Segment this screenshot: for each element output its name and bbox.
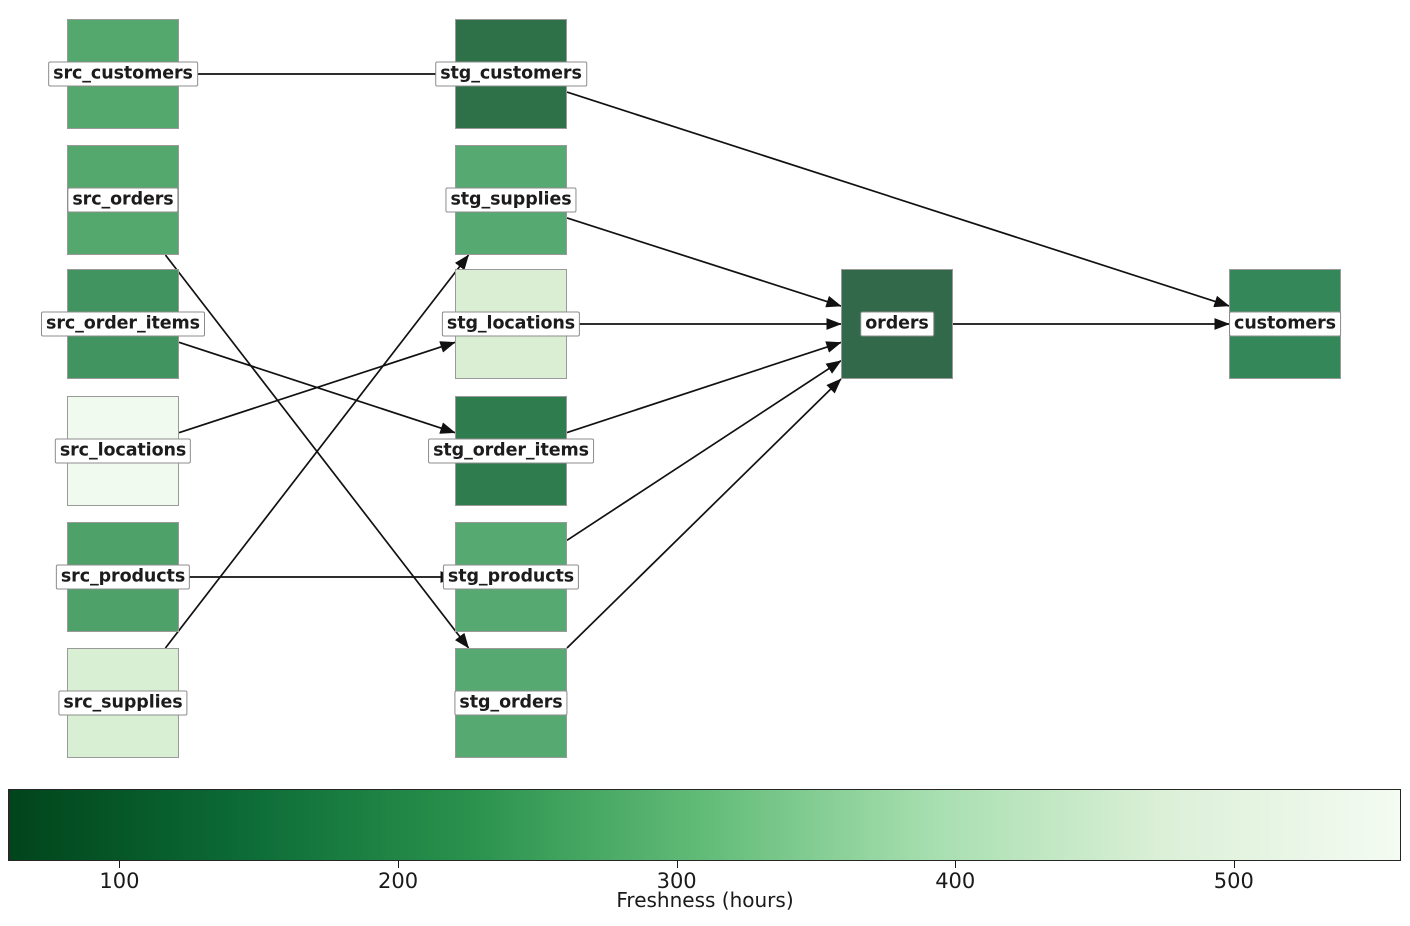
node-label-src_supplies: src_supplies xyxy=(58,690,188,716)
edge-layer xyxy=(164,73,1230,649)
colorbar-tick-label-500: 500 xyxy=(1213,869,1254,893)
node-label-stg_products: stg_products xyxy=(442,564,580,590)
colorbar-tick-label-200: 200 xyxy=(377,869,419,893)
edges xyxy=(164,73,1230,649)
colorbar-tick-300 xyxy=(676,861,678,868)
colorbar-tick-500 xyxy=(1233,861,1235,868)
node-label-stg_supplies: stg_supplies xyxy=(445,187,577,213)
colorbar: 100 200 300 400 500 xyxy=(8,789,1401,893)
node-label-stg_customers: stg_customers xyxy=(435,61,587,87)
colorbar-tick-200 xyxy=(398,861,400,868)
node-label-src_order_items: src_order_items xyxy=(41,311,205,337)
edge-src_locations-to-stg_locations xyxy=(178,341,456,434)
edge-src_supplies-to-stg_supplies xyxy=(164,254,470,649)
edge-stg_order_items-to-orders xyxy=(566,341,842,434)
node-label-src_customers: src_customers xyxy=(48,61,198,87)
node-label-src_locations: src_locations xyxy=(54,438,192,464)
node-label-stg_locations: stg_locations xyxy=(441,311,581,337)
node-label-orders: orders xyxy=(860,311,934,337)
colorbar-gradient xyxy=(8,789,1401,861)
colorbar-tick-100 xyxy=(119,861,121,868)
colorbar-tick-label-300: 300 xyxy=(656,869,697,893)
edge-stg_products-to-orders xyxy=(566,359,842,542)
edge-stg_orders-to-orders xyxy=(566,378,842,649)
colorbar-tick-400 xyxy=(955,861,957,868)
colorbar-tick-label-400: 400 xyxy=(935,869,976,893)
edge-stg_supplies-to-orders xyxy=(566,217,842,308)
node-label-src_orders: src_orders xyxy=(67,187,179,213)
node-label-src_products: src_products xyxy=(55,564,191,590)
node-label-customers: customers xyxy=(1229,311,1341,337)
edge-src_orders-to-stg_orders xyxy=(164,254,470,649)
colorbar-axis-label: Freshness (hours) xyxy=(616,888,794,912)
node-label-stg_order_items: stg_order_items xyxy=(428,438,594,464)
edge-src_order_items-to-stg_order_items xyxy=(178,341,456,434)
node-label-stg_orders: stg_orders xyxy=(454,690,568,716)
colorbar-tick-label-100: 100 xyxy=(99,869,140,893)
